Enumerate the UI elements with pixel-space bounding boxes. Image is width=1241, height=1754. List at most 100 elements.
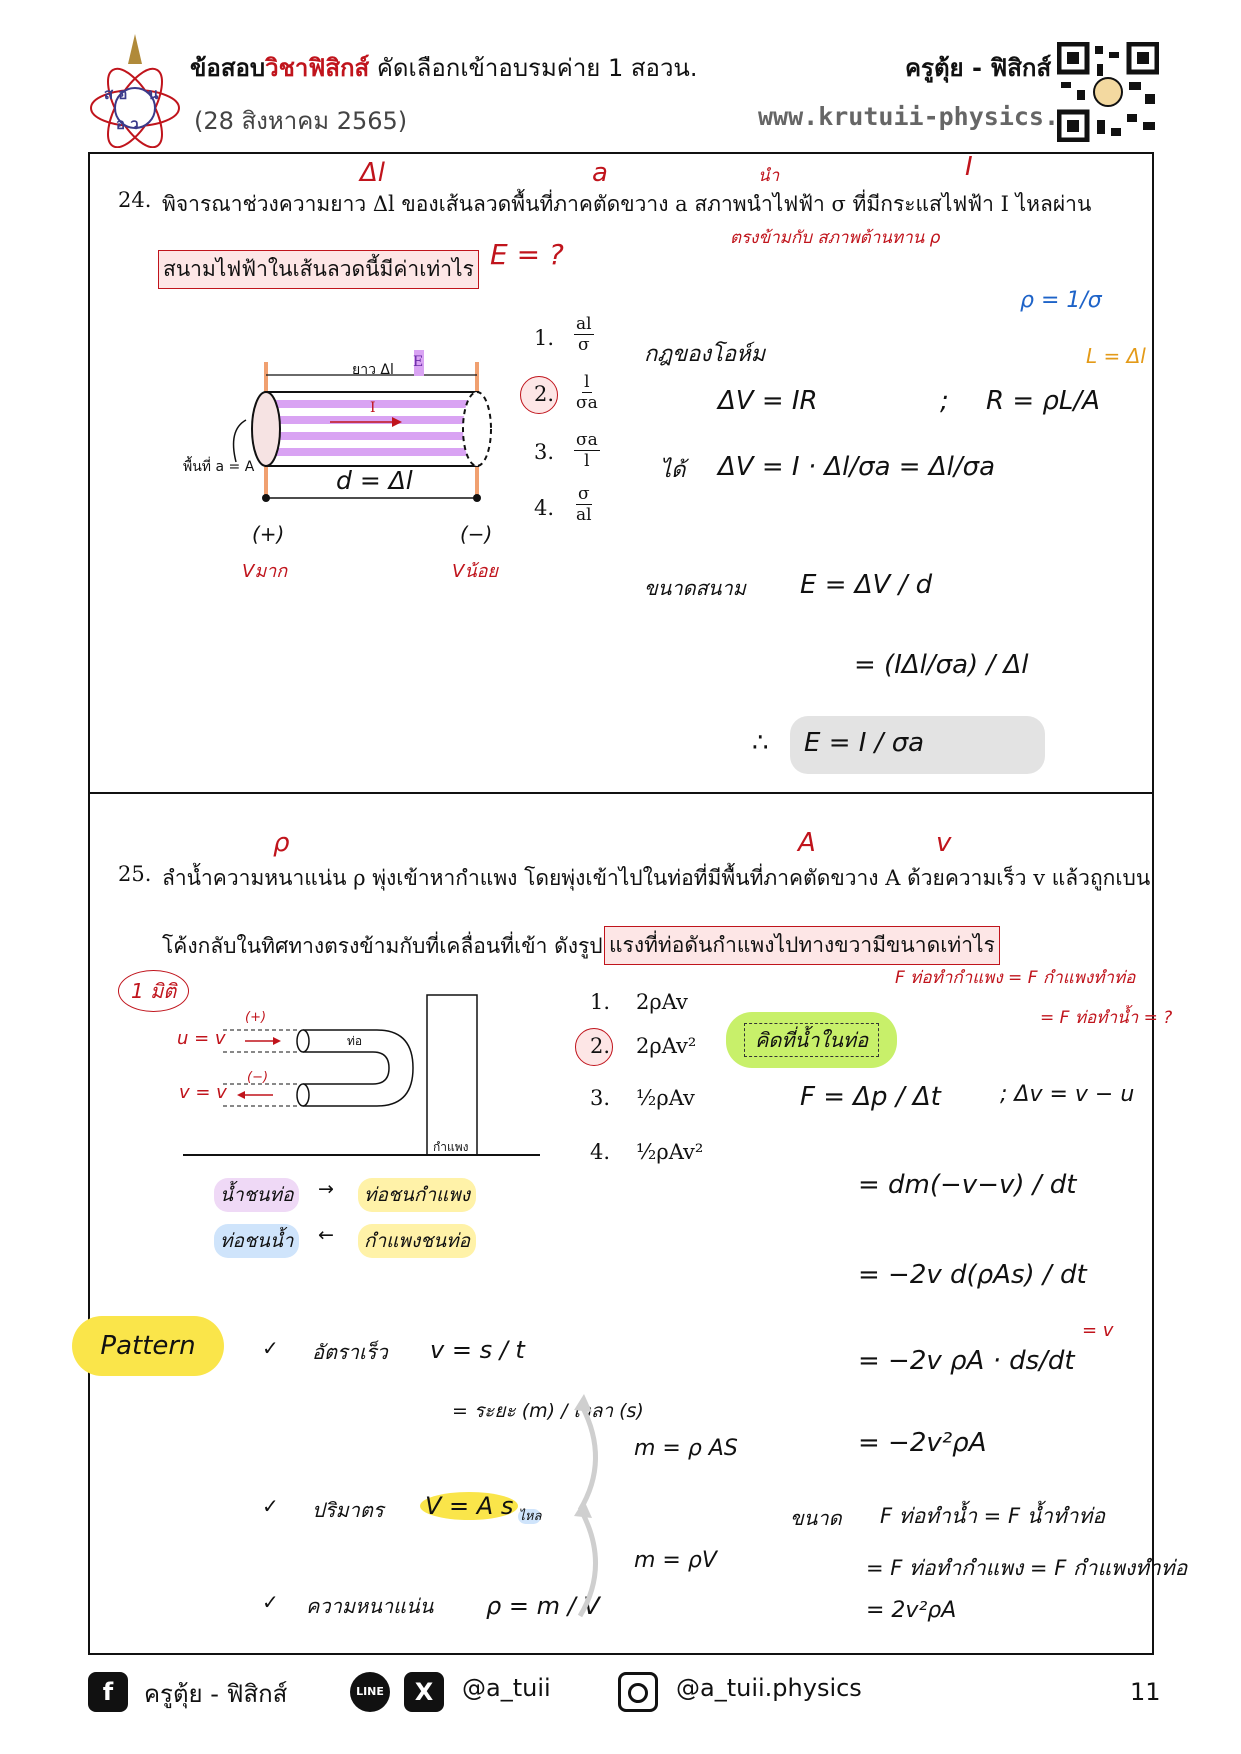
volume-eq-text: V = A s bbox=[420, 1492, 519, 1520]
force-eq-4: = −2v ρA · ds/dt bbox=[858, 1346, 1075, 1376]
q24-option-3-top: σa bbox=[574, 430, 600, 452]
q24-answer-circle bbox=[520, 376, 558, 414]
q24-option-1-number: 1. bbox=[534, 326, 555, 350]
ohm-separator: ; bbox=[940, 386, 949, 416]
volume-title: ปริมาตร bbox=[312, 1498, 384, 1522]
annotation-E-question: E = ? bbox=[490, 238, 564, 271]
think-note: คิดที่น้ำในท่อ bbox=[726, 1012, 898, 1068]
volume-check-icon: ✓ bbox=[262, 1494, 279, 1518]
q24-question-box: สนามไฟฟ้าในเส้นลวดนี้มีค่าเท่าไร bbox=[158, 250, 479, 289]
ohm-eq-2: ΔV = I · Δl/σa = Δl/σa bbox=[718, 452, 996, 482]
question-divider bbox=[88, 792, 1154, 794]
v-high-label: Vมาก bbox=[242, 561, 288, 582]
therefore-symbol: ∴ bbox=[752, 728, 769, 758]
field-eq-2: = (IΔl/σa) / Δl bbox=[854, 650, 1029, 680]
pattern-arrows bbox=[570, 1390, 630, 1620]
q25-option-4[interactable]: ½ρAv² bbox=[636, 1140, 704, 1164]
header-url[interactable]: www.krutuii-physics.com bbox=[758, 102, 1105, 131]
current-label: I bbox=[370, 400, 376, 416]
annotation-v: v bbox=[936, 828, 952, 858]
one-dimension-tag: 1 มิติ bbox=[118, 970, 190, 1012]
pair-2-arrow: ← bbox=[318, 1224, 334, 1246]
distance-label: d = Δl bbox=[336, 466, 413, 495]
magnitude-eq-1: F ท่อทำน้ำ = F น้ำทำท่อ bbox=[880, 1504, 1105, 1528]
resistance-eq: R = ρL/A bbox=[986, 386, 1100, 416]
area-label: พื้นที่ a = A bbox=[183, 459, 255, 475]
q25-option-1[interactable]: 2ρAv bbox=[636, 990, 688, 1014]
header-date: (28 สิงหาคม 2565) bbox=[194, 107, 408, 135]
E-field-mark: E bbox=[413, 354, 424, 370]
volume-sub: ไหล bbox=[518, 1508, 542, 1524]
q25-option-4-number: 4. bbox=[590, 1140, 611, 1164]
got-label: ได้ bbox=[660, 458, 686, 483]
wire-diagram: ยาว Δl I พื้นที่ a = A d = Δl (+) (−) Vม… bbox=[180, 350, 520, 582]
q24-option-4-top: σ bbox=[575, 484, 592, 506]
handle-1[interactable]: @a_tuii bbox=[462, 1674, 551, 1702]
q25-option-3[interactable]: ½ρAv bbox=[636, 1086, 695, 1110]
rho-definition: ρ = 1/σ bbox=[1020, 288, 1102, 313]
q25-answer-circle bbox=[575, 1028, 613, 1066]
q25-option-2-number: 2. bbox=[590, 1034, 611, 1058]
field-final: E = I / σa bbox=[804, 728, 925, 758]
logo-text-1: ส อ bbox=[104, 85, 128, 103]
annotation-nam: นำ bbox=[758, 166, 780, 186]
logo: ส อ น อ ว bbox=[88, 30, 183, 149]
pair-1-right: ท่อชนกำแพง bbox=[358, 1178, 477, 1212]
speed-title: อัตราเร็ว bbox=[312, 1340, 388, 1364]
q25-question-box: แรงที่ท่อดันกำแพงไปทางขวามีขนาดเท่าไร bbox=[604, 926, 1000, 965]
delta-v-eq: ; Δv = v − u bbox=[1000, 1082, 1135, 1107]
header-title: ข้อสอบวิชาฟิสิกส์ คัดเลือกเข้าอบรมค่าย 1… bbox=[190, 48, 697, 87]
qr-code-icon[interactable] bbox=[1056, 41, 1160, 143]
mass-volume-eq: m = ρV bbox=[634, 1548, 717, 1573]
plus-direction: (+) bbox=[245, 1010, 267, 1025]
annotation-inverse: ตรงข้ามกับ สภาพต้านทาน ρ bbox=[730, 228, 941, 248]
L-definition: L = Δl bbox=[1086, 344, 1146, 368]
q24-option-3-bottom: l bbox=[584, 451, 590, 472]
force-eq-3: = −2v d(ρAs) / dt bbox=[858, 1260, 1087, 1290]
logo-text-2: น bbox=[148, 85, 159, 103]
facebook-icon[interactable]: f bbox=[88, 1672, 128, 1712]
magnitude-eq-2: = F ท่อทำกำแพง = F กำแพงทำท่อ bbox=[866, 1556, 1188, 1580]
pair-2-left: ท่อชนน้ำ bbox=[214, 1224, 300, 1258]
density-check-icon: ✓ bbox=[262, 1590, 279, 1614]
line-icon[interactable]: LINE bbox=[350, 1672, 390, 1712]
force-note-2: = F ท่อทำน้ำ = ? bbox=[1040, 1008, 1173, 1028]
force-eq-2: = dm(−v−v) / dt bbox=[858, 1170, 1077, 1200]
annotation-a: a bbox=[592, 158, 608, 188]
instagram-icon[interactable] bbox=[618, 1672, 658, 1712]
q25-option-2[interactable]: 2ρAv² bbox=[636, 1034, 697, 1058]
q24-option-4-number: 4. bbox=[534, 496, 555, 520]
pipe-wall-diagram: u = v v = v (+) (−) ท่อ กำแพง bbox=[175, 990, 545, 1170]
q24-option-3-number: 3. bbox=[534, 440, 555, 464]
x-icon[interactable]: X bbox=[404, 1672, 444, 1712]
magnitude-final: = 2v²ρA bbox=[866, 1598, 957, 1623]
handle-2[interactable]: @a_tuii.physics bbox=[676, 1674, 862, 1702]
positive-terminal: (+) bbox=[252, 522, 285, 546]
facebook-name[interactable]: ครูตุ้ย - ฟิสิกส์ bbox=[144, 1680, 288, 1708]
ohm-eq-1: ΔV = IR bbox=[718, 386, 818, 416]
annotation-A: A bbox=[798, 828, 816, 858]
q25-option-1-number: 1. bbox=[590, 990, 611, 1014]
title-part2: คัดเลือกเข้าอบรมค่าย 1 สอวน. bbox=[369, 54, 698, 82]
title-subject: วิชาฟิสิกส์ bbox=[265, 54, 370, 82]
speed-eq-units: = ระยะ (m) / เวลา (s) bbox=[452, 1400, 644, 1422]
field-magnitude-title: ขนาดสนาม bbox=[644, 576, 746, 600]
force-eq-1: F = Δp / Δt bbox=[800, 1082, 941, 1112]
density-title: ความหนาแน่น bbox=[306, 1594, 434, 1618]
pair-1-left: น้ำชนท่อ bbox=[214, 1178, 300, 1212]
annotation-I: I bbox=[965, 152, 973, 182]
force-note-1: F ท่อทำกำแพง = F กำแพงทำท่อ bbox=[895, 968, 1136, 988]
field-eq-1: E = ΔV / d bbox=[800, 570, 933, 600]
logo-text-3: อ ว bbox=[116, 115, 139, 133]
speed-check-icon: ✓ bbox=[262, 1336, 279, 1360]
q24-option-1-top: al bbox=[574, 314, 594, 336]
mass-area-eq: m = ρ AS bbox=[634, 1436, 738, 1461]
q24-option-2-top: l bbox=[582, 372, 592, 394]
length-label: ยาว Δl bbox=[352, 362, 394, 378]
speed-eq: v = s / t bbox=[430, 1336, 525, 1364]
q25-number: 25. bbox=[118, 862, 152, 886]
